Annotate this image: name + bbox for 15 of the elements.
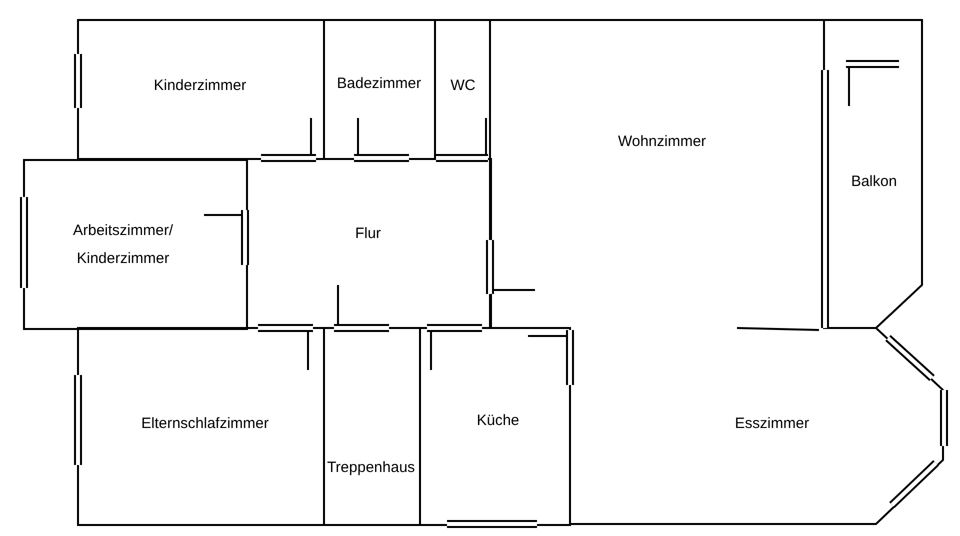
room-label: Elternschlafzimmer: [141, 414, 269, 434]
room-label: Balkon: [851, 172, 897, 192]
room-label: WC: [450, 76, 476, 96]
room: [23, 159, 248, 330]
room-label: Treppenhaus: [327, 458, 415, 478]
room-label: Kinderzimmer: [154, 76, 246, 96]
room-label: Flur: [355, 224, 381, 244]
room: [823, 19, 923, 329]
room-label: Arbeitszimmer/ Kinderzimmer: [72, 221, 174, 269]
room: [77, 19, 325, 160]
room-label: Esszimmer: [734, 414, 810, 434]
room-label: Wohnzimmer: [618, 132, 706, 152]
room: [77, 327, 325, 526]
room-label: Küche: [476, 411, 520, 431]
room-label: Badezimmer: [336, 74, 422, 94]
